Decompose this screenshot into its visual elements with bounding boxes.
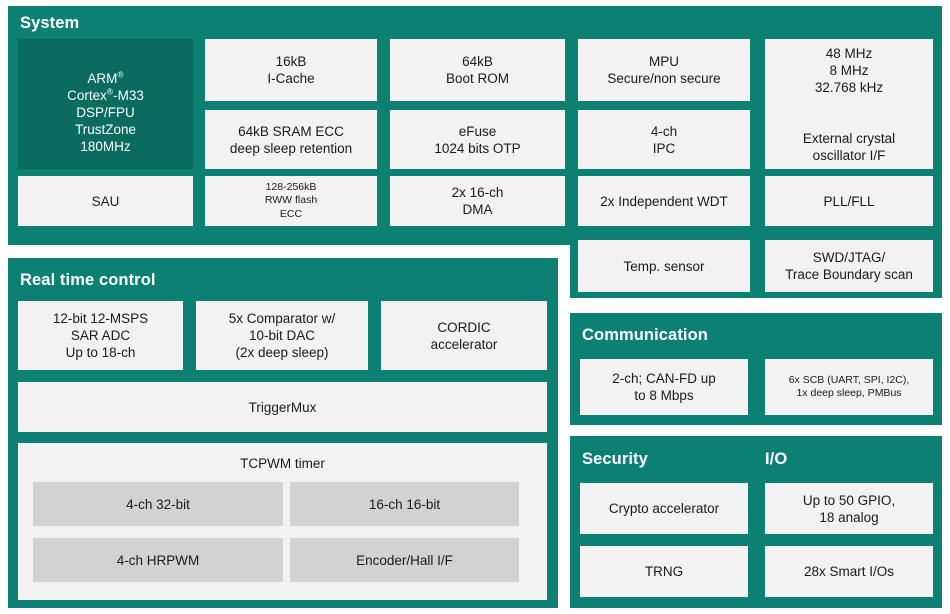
cell-trng: TRNG: [580, 546, 748, 597]
cell-scb: 6x SCB (UART, SPI, I2C),1x deep sleep, P…: [765, 359, 933, 415]
cell-gpio: Up to 50 GPIO,18 analog: [765, 483, 933, 534]
cell-tcpwm-16ch-16bit: 16-ch 16-bit: [290, 482, 519, 526]
cell-swd-jtag: SWD/JTAG/Trace Boundary scan: [765, 240, 933, 292]
panel-communication-title: Communication: [582, 326, 708, 344]
cell-tcpwm-4ch-32bit: 4-ch 32-bit: [33, 482, 283, 526]
cell-temp-sensor: Temp. sensor: [578, 240, 750, 292]
panel-io-title: I/O: [765, 450, 788, 468]
cell-triggermux: TriggerMux: [18, 382, 547, 432]
cell-sau: SAU: [18, 176, 193, 226]
panel-real-time-control-title: Real time control: [20, 271, 156, 289]
cell-smart-io: 28x Smart I/Os: [765, 546, 933, 597]
cell-wdt: 2x Independent WDT: [578, 176, 750, 226]
cell-comparator-dac: 5x Comparator w/10-bit DAC(2x deep sleep…: [196, 301, 368, 370]
panel-system-title: System: [20, 14, 80, 32]
group-tcpwm-timer-title: TCPWM timer: [240, 456, 325, 471]
cell-tcpwm-encoder-hall: Encoder/Hall I/F: [290, 538, 519, 582]
panel-security-title: Security: [582, 450, 648, 468]
cell-tcpwm-4ch-hrpwm: 4-ch HRPWM: [33, 538, 283, 582]
cell-crypto-accelerator: Crypto accelerator: [580, 483, 748, 534]
cell-pll-fll: PLL/FLL: [765, 176, 933, 226]
